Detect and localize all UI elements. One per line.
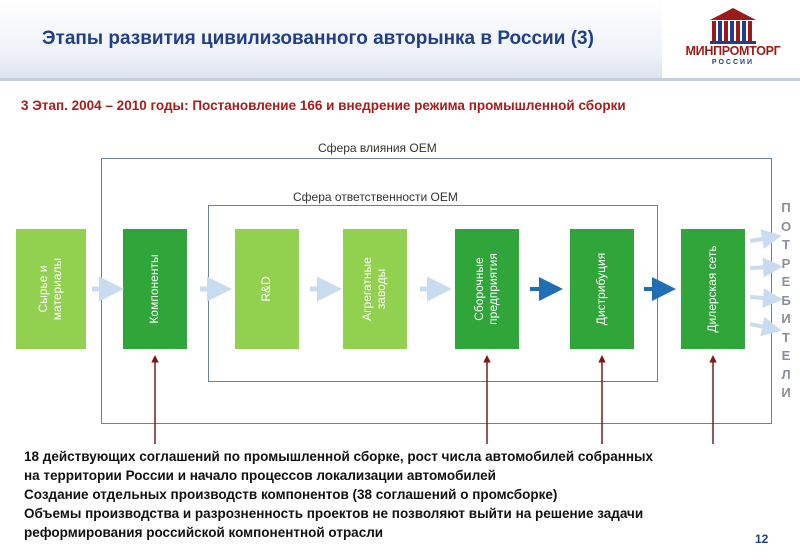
header-divider — [0, 78, 800, 81]
summary-line: 18 действующих соглашений по промышленно… — [24, 449, 654, 464]
box-aggregate-plants: Агрегатные заводы — [343, 229, 407, 349]
page-number: 12 — [755, 532, 769, 546]
logo-building-icon — [710, 8, 756, 44]
box-components: Компоненты — [123, 229, 187, 349]
summary-line: Создание отдельных производств компонент… — [24, 487, 558, 502]
box-rnd: R&D — [235, 229, 299, 349]
box-assembly-plants: Сборочные предприятия — [455, 229, 519, 349]
consumer-arrow — [749, 229, 782, 249]
summary-line: на территории России и начало процессов … — [24, 468, 496, 483]
logo-subtext: РОССИИ — [711, 59, 755, 66]
header-bar — [0, 0, 662, 78]
consumer-arrow — [749, 316, 782, 337]
inner-frame-label: Сфера ответственности OEM — [293, 190, 458, 204]
summary-text: 18 действующих соглашений по промышленно… — [24, 447, 794, 542]
box-distribution: Дистрибуция — [570, 229, 634, 349]
logo: МИНПРОМТОРГ РОССИИ — [672, 6, 794, 72]
consumer-arrow — [749, 257, 783, 278]
box-raw-materials: Сырье и материалы — [16, 229, 86, 349]
summary-line: реформирования российской компонентной о… — [24, 525, 384, 540]
summary-line: Объемы производства и разрозненность про… — [24, 506, 644, 521]
consumers-label: П О Т Р Е Б И Т Е Л И — [780, 200, 792, 400]
box-dealer-network: Дилерская сеть — [681, 229, 745, 349]
consumer-arrow — [749, 288, 783, 309]
page-title: Этапы развития цивилизованного авторынка… — [42, 28, 594, 49]
subtitle: 3 Этап. 2004 – 2010 годы: Постановление … — [21, 98, 626, 113]
outer-frame-label: Сфера влияния OEM — [318, 141, 437, 155]
logo-text: МИНПРОМТОРГ — [685, 44, 781, 58]
